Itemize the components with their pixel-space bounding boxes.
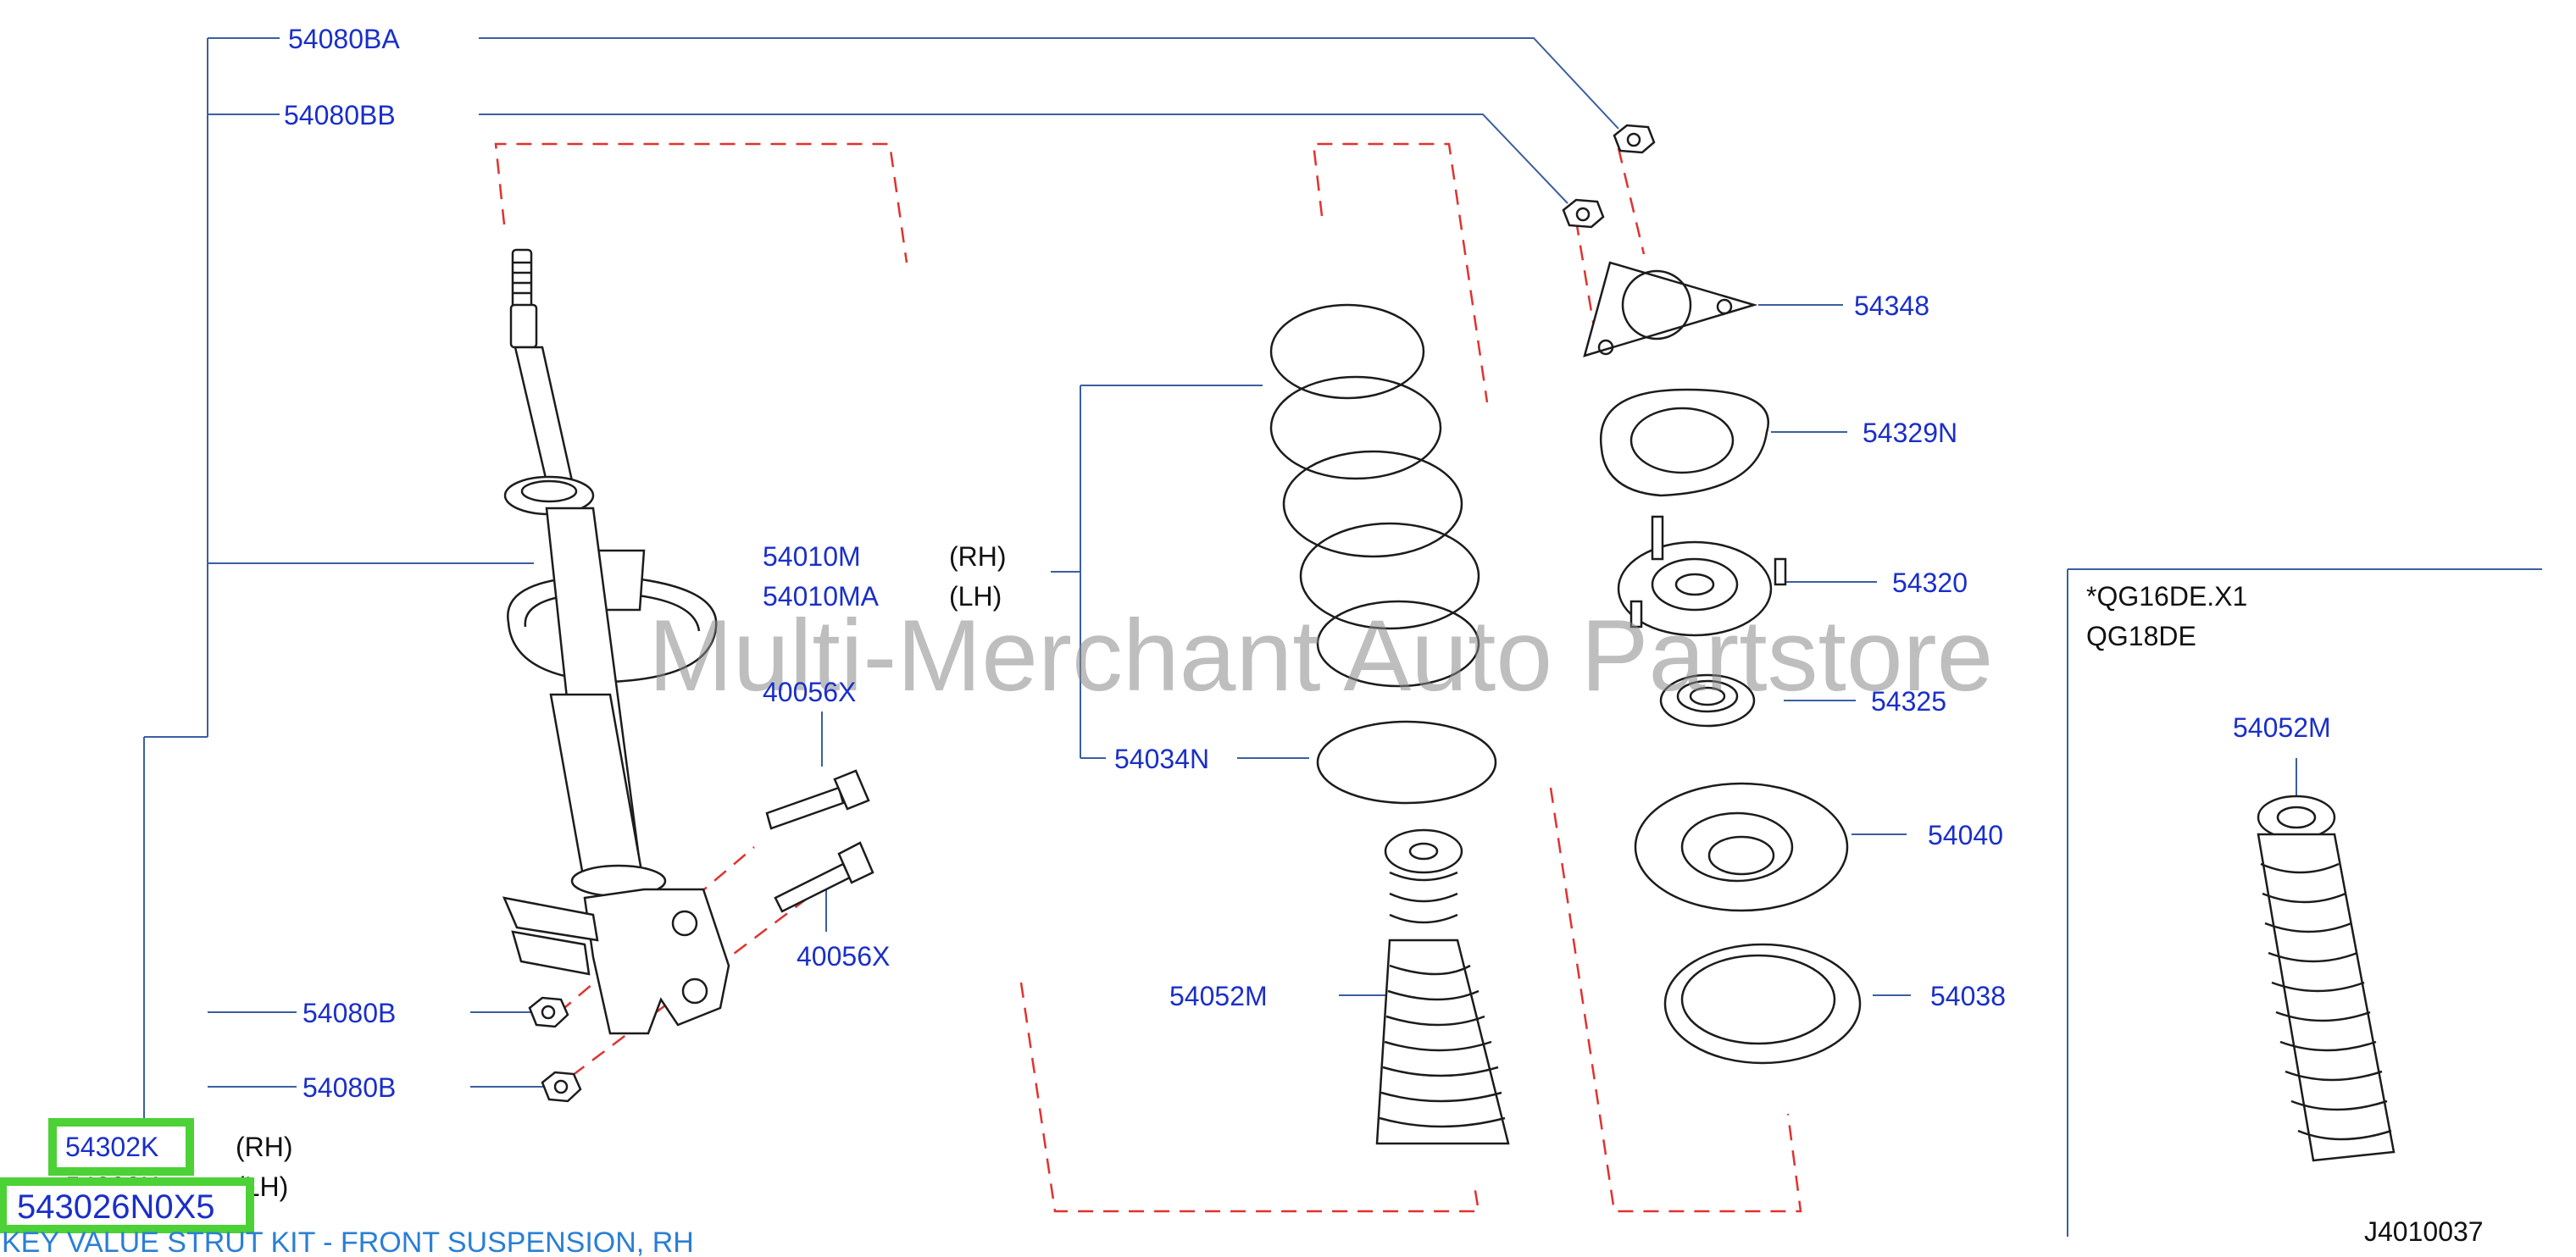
label-54052M-variant[interactable]: 54052M [2233, 712, 2331, 743]
variant-note-line1: *QG16DE.X1 [2086, 581, 2247, 612]
upper-mount-stack [1562, 124, 1862, 1065]
coil-spring [1269, 303, 1497, 805]
label-54080B-upper[interactable]: 54080B [303, 998, 396, 1028]
label-54325[interactable]: 54325 [1871, 686, 1946, 717]
bump-stop-boot [1375, 828, 1510, 1145]
strut-assembly [502, 248, 730, 1035]
label-54302K-side: (RH) [236, 1132, 293, 1162]
variant-note-line2: QG18DE [2086, 621, 2196, 651]
highlighted-kit: 543026N0X5 [0, 1177, 254, 1233]
highlight-54302K [48, 1118, 194, 1176]
label-54010MA-side: (LH) [949, 581, 1002, 612]
label-54040[interactable]: 54040 [1928, 820, 2003, 850]
label-highlighted-part[interactable]: 543026N0X5 [17, 1188, 215, 1226]
label-40056X-lower[interactable]: 40056X [797, 941, 890, 972]
label-54320[interactable]: 54320 [1892, 568, 1968, 598]
label-40056X-upper[interactable]: 40056X [763, 677, 856, 707]
dashed-guides [494, 142, 1802, 1213]
leader-lines [143, 37, 2542, 1237]
caption: KEY VALUE STRUT KIT - FRONT SUSPENSION, … [2, 1227, 694, 1257]
label-54080B-lower[interactable]: 54080B [303, 1072, 396, 1103]
bolts-40056x [765, 769, 874, 913]
label-54080BB[interactable]: 54080BB [284, 100, 396, 130]
label-54080BA[interactable]: 54080BA [288, 24, 400, 54]
label-54348[interactable]: 54348 [1854, 291, 1929, 321]
label-54010M[interactable]: 54010M [763, 541, 861, 572]
watermark: Multi-Merchant Auto Partstore [648, 599, 1993, 712]
label-54329N[interactable]: 54329N [1863, 418, 1957, 448]
label-54038[interactable]: 54038 [1930, 981, 2006, 1011]
label-54052M[interactable]: 54052M [1169, 981, 1268, 1011]
label-54034N[interactable]: 54034N [1114, 744, 1209, 774]
nuts-54080b [528, 996, 582, 1103]
label-54302K[interactable]: 54302K [65, 1132, 158, 1162]
diagram-id: J4010037 [2364, 1216, 2484, 1247]
label-54010MA[interactable]: 54010MA [763, 581, 880, 612]
alt-boot [2257, 795, 2396, 1162]
highlight-kit-box [0, 1177, 254, 1233]
label-54010M-side: (RH) [949, 541, 1007, 572]
